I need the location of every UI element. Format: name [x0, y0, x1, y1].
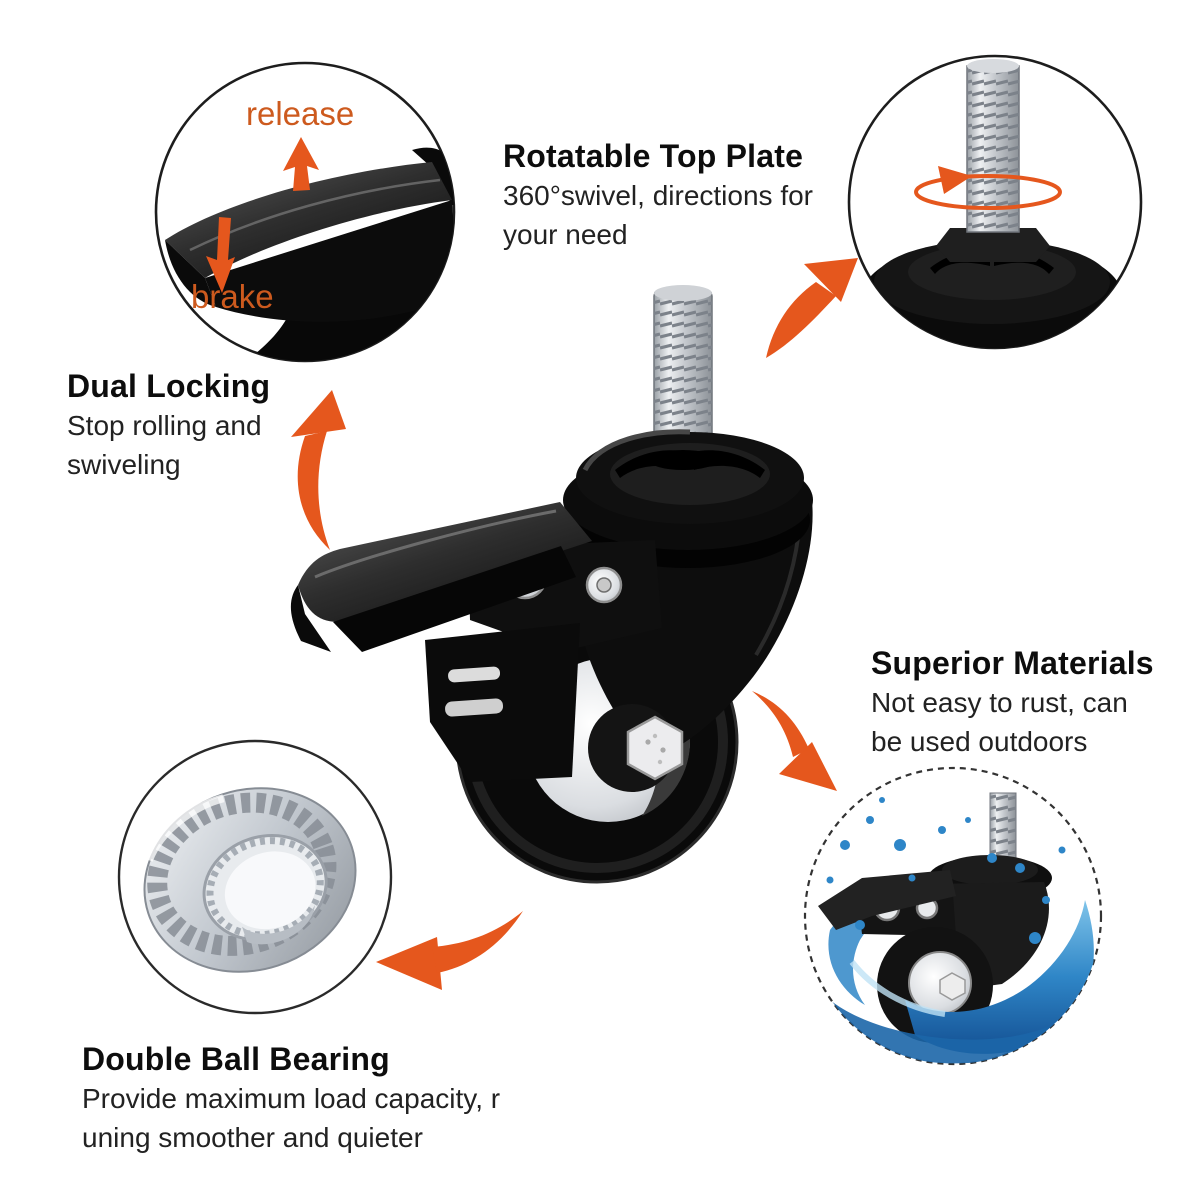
- waterproof-circle: [803, 766, 1103, 1066]
- curved-arrow-up-icon: [291, 390, 346, 550]
- caster-axle-hex-nut: [626, 715, 684, 781]
- curved-arrow-down-right-icon: [752, 691, 837, 791]
- water-droplets: [826, 797, 1066, 944]
- rotation-arrow-icon: [914, 166, 1062, 210]
- feature-description-line: Stop rolling and: [67, 410, 262, 441]
- release-label: release: [246, 95, 355, 132]
- feature-superior-materials: Superior Materials Not easy to rust, can…: [871, 643, 1200, 761]
- feature-description-line: 360°swivel, directions for: [503, 180, 813, 211]
- curved-arrow-left-icon: [376, 911, 523, 990]
- feature-rotatable-top-plate: Rotatable Top Plate 360°swivel, directio…: [503, 136, 873, 254]
- feature-description-line: your need: [503, 219, 628, 250]
- ball-bearing-circle: [117, 739, 393, 1015]
- connector-arrows: [291, 258, 858, 990]
- pedal-top-face: [165, 162, 452, 278]
- curved-arrow-up-right-icon: [766, 258, 858, 358]
- stem-closeup-circle: [847, 54, 1143, 350]
- mini-caster: [818, 792, 1052, 1043]
- release-arrow-icon: [283, 137, 319, 191]
- ball-bearing-illustration: [143, 787, 357, 973]
- feature-description-line: swiveling: [67, 449, 181, 480]
- caster-brake-arm: [425, 623, 580, 782]
- feature-double-ball-bearing: Double Ball Bearing Provide maximum load…: [82, 1039, 572, 1157]
- main-caster-illustration: [290, 285, 813, 884]
- brake-label: brake: [191, 278, 274, 315]
- feature-description-line: uning smoother and quieter: [82, 1122, 423, 1153]
- threaded-stem-closeup: [966, 59, 1020, 233]
- feature-description-line: Not easy to rust, can: [871, 687, 1128, 718]
- brake-arrow-icon: [206, 217, 235, 293]
- feature-title: Dual Locking: [67, 368, 271, 404]
- waterproof-illustration: [818, 792, 1094, 1064]
- feature-description-line: Provide maximum load capacity, r: [82, 1083, 501, 1114]
- feature-description-line: be used outdoors: [871, 726, 1088, 757]
- feature-title: Rotatable Top Plate: [503, 138, 804, 174]
- caster-brake-pedal: [290, 502, 592, 652]
- feature-title: Superior Materials: [871, 645, 1154, 681]
- feature-title: Double Ball Bearing: [82, 1041, 390, 1077]
- feature-dual-locking: Dual Locking Stop rolling and swiveling: [67, 366, 347, 484]
